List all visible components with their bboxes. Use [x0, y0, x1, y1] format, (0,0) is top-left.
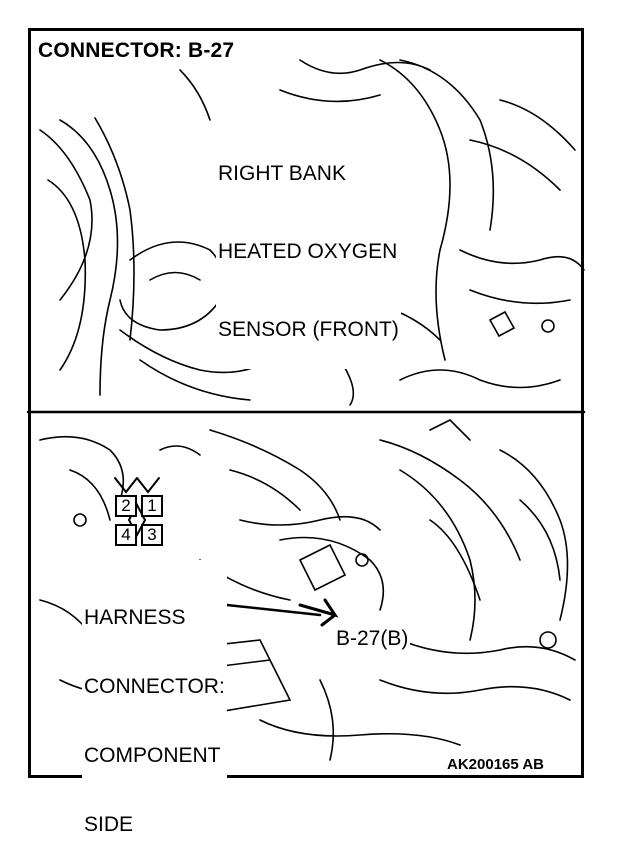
harness-label-line-2: CONNECTOR: [84, 675, 225, 698]
harness-label: HARNESS CONNECTOR: COMPONENT SIDE [82, 560, 227, 859]
connector-pin-1: 1 [141, 495, 163, 517]
connector-pin-4: 4 [115, 524, 137, 546]
figure-code: AK200165 AB [445, 756, 546, 773]
connector-title: CONNECTOR: B-27 [38, 39, 235, 62]
sensor-label-line-3: SENSOR (FRONT) [218, 318, 399, 341]
harness-label-line-4: SIDE [84, 813, 134, 836]
connector-callout-label: B-27(B) [334, 627, 411, 650]
harness-label-line-1: HARNESS [84, 606, 186, 629]
sensor-label: RIGHT BANK HEATED OXYGEN SENSOR (FRONT) [216, 109, 401, 369]
sensor-label-line-2: HEATED OXYGEN [218, 240, 398, 263]
harness-label-line-3: COMPONENT [84, 744, 221, 767]
connector-pin-2: 2 [115, 495, 137, 517]
connector-pin-3: 3 [141, 524, 163, 546]
sensor-label-line-1: RIGHT BANK [218, 162, 346, 185]
